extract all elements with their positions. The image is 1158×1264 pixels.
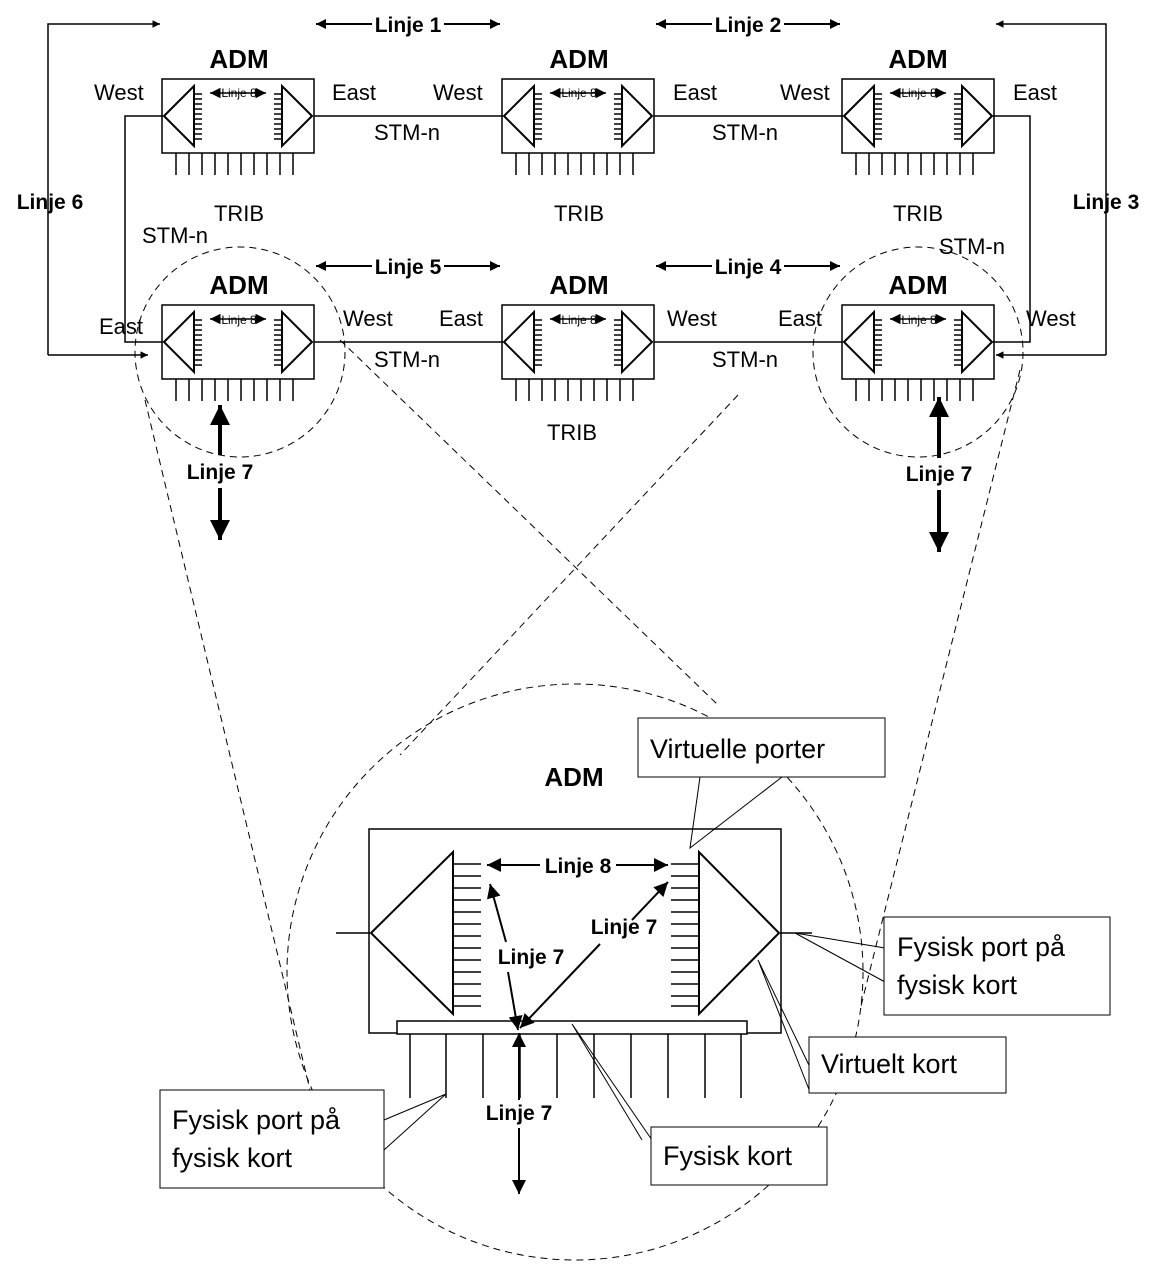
west-label: West [94,80,144,105]
link-arrows [316,19,840,271]
svg-text:fysisk kort: fysisk kort [172,1143,293,1173]
trib-label: TRIB [214,201,264,226]
zoom-adm-node [336,828,812,1098]
adm-title: ADM [549,44,608,74]
zoom-link-arrows [486,858,669,1194]
stm-label: STM-n [939,234,1005,259]
stm-label: STM-n [712,347,778,372]
east-label: East [332,80,376,105]
west-label: West [433,80,483,105]
linje8-small-label: Linje 8 [561,86,597,100]
outer-service-paths [47,20,1107,359]
east-label: East [99,314,143,339]
linje8-small-label: Linje 8 [901,86,937,100]
trib-label: TRIB [547,420,597,445]
svg-text:Fysisk port på: Fysisk port på [172,1105,341,1135]
svg-text:Virtuelle porter: Virtuelle porter [650,734,825,764]
linje6-label: Linje 6 [17,191,84,214]
linje8-small-label: Linje 8 [901,313,937,327]
stm-label: STM-n [374,347,440,372]
stm-ring-links [124,115,1031,343]
linje4-label: Linje 4 [715,256,782,279]
callout-virtual-card: Virtuelt kort [808,1036,1007,1094]
callout-pointers [383,776,886,1151]
zoom-linje7-label: Linje 7 [591,916,658,939]
linje7-label: Linje 7 [187,461,254,484]
adm-title: ADM [209,270,268,300]
zoom-linje8-label: Linje 8 [545,855,612,878]
linje7-thick-arrows [210,397,949,552]
west-label: West [667,306,717,331]
linje3-label: Linje 3 [1073,191,1140,214]
zoom-linje7-label: Linje 7 [498,946,565,969]
callout-physical-card: Fysisk kort [650,1126,828,1186]
linje2-label: Linje 2 [715,14,782,37]
adm-title: ADM [549,270,608,300]
linje8-small-label: Linje 8 [561,313,597,327]
callout-physical-port-right: Fysisk port på fysisk kort [883,916,1111,1016]
svg-text:fysisk kort: fysisk kort [897,970,1018,1000]
linje1-label: Linje 1 [375,14,442,37]
trib-label: TRIB [893,201,943,226]
adm-title: ADM [209,44,268,74]
zoom-adm-title: ADM [544,762,603,792]
west-label: West [780,80,830,105]
zoom-highlight-circles [134,246,1024,1261]
linje7-label: Linje 7 [906,463,973,486]
adm-title: ADM [888,270,947,300]
linje5-label: Linje 5 [375,256,442,279]
linje8-small-label: Linje 8 [221,313,257,327]
callout-virtual-ports: Virtuelle porter [637,717,886,778]
east-label: East [778,306,822,331]
west-label: West [343,306,393,331]
linje8-small-label: Linje 8 [221,86,257,100]
east-label: East [673,80,717,105]
svg-text:Fysisk kort: Fysisk kort [663,1141,793,1171]
stm-label: STM-n [712,120,778,145]
stm-label: STM-n [374,120,440,145]
svg-text:Fysisk port på: Fysisk port på [897,932,1066,962]
east-label: East [1013,80,1057,105]
east-label: East [439,306,483,331]
trib-label: TRIB [554,201,604,226]
west-label: West [1026,306,1076,331]
adm-title: ADM [888,44,947,74]
zoom-linje7-label: Linje 7 [486,1102,553,1125]
callout-physical-port-left: Fysisk port på fysisk kort [159,1089,385,1189]
svg-text:Virtuelt kort: Virtuelt kort [821,1049,958,1079]
stm-label: STM-n [142,223,208,248]
